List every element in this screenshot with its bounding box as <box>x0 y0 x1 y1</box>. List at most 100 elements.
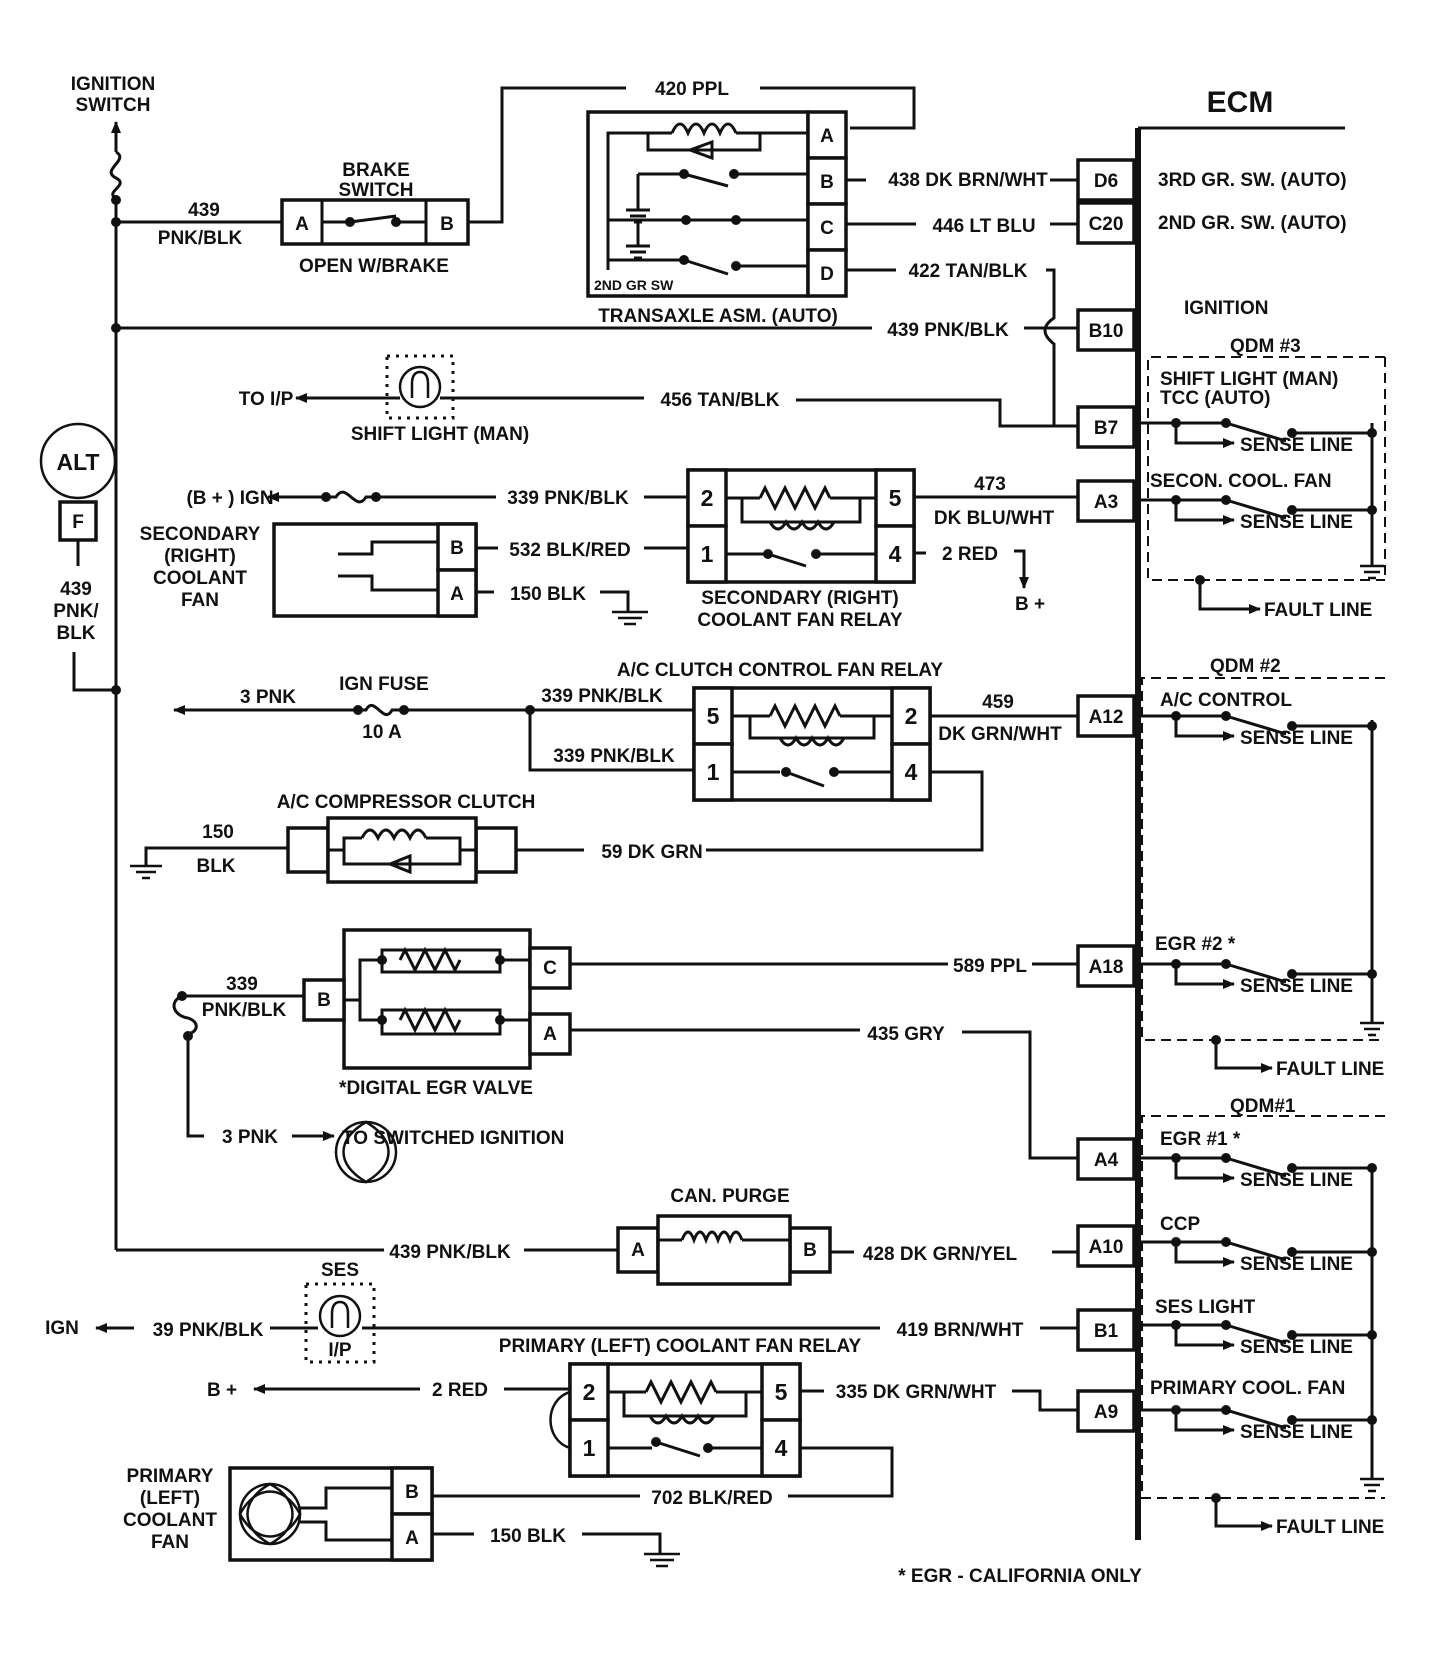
transaxle-asm: A B C D 2ND GR SW TRANSAXLE ASM. (AUTO) <box>586 110 848 327</box>
svg-text:422 TAN/BLK: 422 TAN/BLK <box>909 261 1028 282</box>
svg-text:IGN FUSE: IGN FUSE <box>339 674 429 695</box>
ecm-pin-c20: C20 <box>1076 201 1136 245</box>
svg-text:PNK/BLK: PNK/BLK <box>202 1000 287 1021</box>
brake-switch: BRAKE SWITCH A B OPEN W/BRAKE 439 PNK/BL… <box>116 79 916 277</box>
ecm-functions: 3RD GR. SW. (AUTO) 2ND GR. SW. (AUTO) IG… <box>1150 170 1347 1399</box>
ecm-func-a9: PRIMARY COOL. FAN <box>1150 1378 1345 1399</box>
svg-text:B7: B7 <box>1094 418 1118 439</box>
ecm-func-a4: EGR #1 * <box>1160 1129 1241 1150</box>
ecm-func-b10: IGNITION <box>1184 298 1268 319</box>
svg-text:BLK: BLK <box>56 623 95 644</box>
svg-text:335 DK GRN/WHT: 335 DK GRN/WHT <box>836 1382 997 1403</box>
svg-text:F: F <box>72 512 84 533</box>
ecm-func-a10: CCP <box>1160 1214 1200 1235</box>
svg-text:SES: SES <box>321 1260 359 1281</box>
transaxle-wires: 438 DK BRN/WHT 446 LT BLU 422 TAN/BLK <box>846 170 1078 428</box>
svg-text:339 PNK/BLK: 339 PNK/BLK <box>553 746 675 767</box>
svg-text:3 PNK: 3 PNK <box>240 687 296 708</box>
svg-text:D: D <box>820 264 834 285</box>
qdm-buses: FAULT LINE FAULT LINE FAULT LINE <box>1195 423 1384 1538</box>
svg-text:I/P: I/P <box>328 1340 352 1361</box>
alternator: ALT F 439 PNK/ BLK <box>39 422 117 692</box>
svg-text:DK BLU/WHT: DK BLU/WHT <box>934 508 1055 529</box>
svg-text:419 BRN/WHT: 419 BRN/WHT <box>897 1320 1024 1341</box>
svg-text:150: 150 <box>202 822 234 843</box>
qdm-channel-a9: SENSE LINE <box>1138 1405 1377 1443</box>
svg-text:SECONDARY (RIGHT): SECONDARY (RIGHT) <box>701 588 898 609</box>
svg-text:SENSE LINE: SENSE LINE <box>1240 1337 1353 1358</box>
svg-text:SENSE LINE: SENSE LINE <box>1240 1170 1353 1191</box>
svg-text:FAN: FAN <box>181 590 219 611</box>
svg-text:CAN. PURGE: CAN. PURGE <box>670 1186 789 1207</box>
svg-text:B10: B10 <box>1089 321 1124 342</box>
svg-text:439: 439 <box>60 579 92 600</box>
svg-text:SENSE LINE: SENSE LINE <box>1240 1254 1353 1275</box>
qdm-channel-a4: SENSE LINE <box>1138 1153 1377 1191</box>
svg-text:FAN: FAN <box>151 1532 189 1553</box>
svg-text:439 PNK/BLK: 439 PNK/BLK <box>389 1242 511 1263</box>
svg-text:SENSE LINE: SENSE LINE <box>1240 512 1353 533</box>
svg-text:339 PNK/BLK: 339 PNK/BLK <box>541 686 663 707</box>
svg-text:A: A <box>543 1024 557 1045</box>
ecm-pin-d6: D6 <box>1076 158 1136 202</box>
svg-text:5: 5 <box>775 1379 788 1405</box>
primary-relay: PRIMARY (LEFT) COOLANT FAN RELAY 2 5 1 4 <box>499 1336 862 1478</box>
svg-text:A9: A9 <box>1094 1402 1118 1423</box>
ecm-pin-a12: A12 <box>1076 694 1136 738</box>
can-purge: CAN. PURGE A B 439 PNK/BLK 428 DK GRN/YE… <box>372 1186 1078 1286</box>
svg-text:4: 4 <box>775 1435 788 1461</box>
svg-text:DK GRN/WHT: DK GRN/WHT <box>938 724 1062 745</box>
ecm-pin-b10: B10 <box>1076 308 1136 352</box>
svg-text:446 LT BLU: 446 LT BLU <box>932 216 1035 237</box>
qdm-channel-a18: SENSE LINE <box>1138 959 1377 997</box>
svg-text:SENSE LINE: SENSE LINE <box>1240 435 1353 456</box>
svg-text:4: 4 <box>889 541 902 567</box>
svg-text:COOLANT: COOLANT <box>123 1510 217 1531</box>
ecm-pin-b7: B7 <box>1076 405 1136 449</box>
ecm-func-b7b: TCC (AUTO) <box>1160 388 1270 409</box>
ecm-pin-a9: A9 <box>1076 1389 1136 1433</box>
ecm-func-c20: 2ND GR. SW. (AUTO) <box>1158 213 1347 234</box>
svg-text:3 PNK: 3 PNK <box>222 1127 278 1148</box>
svg-text:SECONDARY: SECONDARY <box>140 524 261 545</box>
svg-text:420 PPL: 420 PPL <box>655 79 729 100</box>
svg-text:FAULT LINE: FAULT LINE <box>1276 1059 1384 1080</box>
svg-text:TRANSAXLE ASM. (AUTO): TRANSAXLE ASM. (AUTO) <box>598 306 838 327</box>
svg-text:4: 4 <box>905 759 918 785</box>
secondary-coolant-fan: SECONDARY (RIGHT) COOLANT FAN B A 532 BL… <box>140 522 688 626</box>
ac-relay: A/C CLUTCH CONTROL FAN RELAY 5 2 1 4 <box>617 660 943 802</box>
svg-text:PRIMARY (LEFT) COOLANT FAN REL: PRIMARY (LEFT) COOLANT FAN RELAY <box>499 1336 862 1357</box>
ecm-pin-a3: A3 <box>1076 479 1136 523</box>
qdm-boxes <box>1141 356 1386 1499</box>
svg-text:B +: B + <box>207 1380 237 1401</box>
svg-text:428 DK GRN/YEL: 428 DK GRN/YEL <box>863 1244 1018 1265</box>
svg-text:702 BLK/RED: 702 BLK/RED <box>651 1488 772 1509</box>
svg-text:SWITCH: SWITCH <box>339 180 414 201</box>
svg-text:BRAKE: BRAKE <box>342 160 410 181</box>
ecm-func-a3: SECON. COOL. FAN <box>1150 471 1332 492</box>
ecm-func-d6: 3RD GR. SW. (AUTO) <box>1158 170 1347 191</box>
svg-text:SENSE LINE: SENSE LINE <box>1240 728 1353 749</box>
svg-text:A: A <box>295 214 309 235</box>
svg-text:A12: A12 <box>1089 707 1124 728</box>
svg-text:459: 459 <box>982 692 1014 713</box>
svg-text:A3: A3 <box>1094 492 1118 513</box>
main-bus <box>111 200 372 1252</box>
svg-text:SWITCH: SWITCH <box>76 95 151 116</box>
svg-text:439: 439 <box>188 200 220 221</box>
svg-text:A/C COMPRESSOR CLUTCH: A/C COMPRESSOR CLUTCH <box>277 792 536 813</box>
svg-text:532 BLK/RED: 532 BLK/RED <box>509 540 630 561</box>
ecm-pin-a18: A18 <box>1076 944 1136 988</box>
ac-compressor-clutch: A/C COMPRESSOR CLUTCH 59 DK GRN 150 BLK <box>130 792 703 884</box>
qdm1-label: QDM#1 <box>1230 1096 1296 1117</box>
qdm-channel-a12: SENSE LINE <box>1138 711 1377 749</box>
svg-text:1: 1 <box>707 759 720 785</box>
svg-text:(RIGHT): (RIGHT) <box>164 546 236 567</box>
svg-text:A18: A18 <box>1089 957 1124 978</box>
svg-text:FAULT LINE: FAULT LINE <box>1276 1517 1384 1538</box>
svg-text:589 PPL: 589 PPL <box>953 956 1027 977</box>
svg-text:1: 1 <box>583 1435 596 1461</box>
svg-text:473: 473 <box>974 474 1006 495</box>
svg-text:39 PNK/BLK: 39 PNK/BLK <box>153 1320 264 1341</box>
svg-text:COOLANT: COOLANT <box>153 568 247 589</box>
